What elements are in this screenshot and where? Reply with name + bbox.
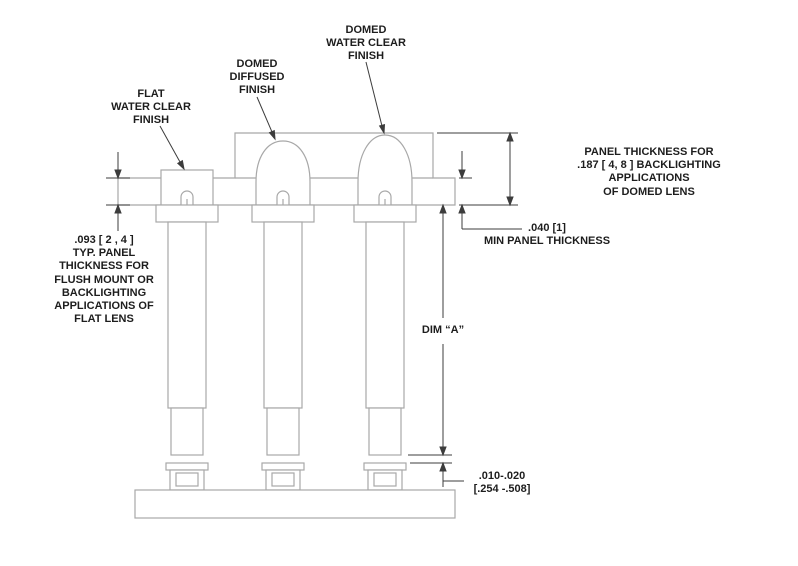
led-chip <box>378 190 392 205</box>
standoff-lip <box>261 462 305 471</box>
dome-lens <box>357 134 413 206</box>
callout-flat-water-clear: FLAT WATER CLEAR FINISH <box>111 88 191 127</box>
arrow-up <box>439 461 447 472</box>
standoff-inner <box>271 472 295 487</box>
dim-min-panel-thickness <box>458 151 522 230</box>
dim-flat-panel-thickness <box>106 152 130 231</box>
flange <box>251 204 315 223</box>
arrow-down <box>439 446 447 457</box>
arrow-down <box>458 169 466 180</box>
led-chip <box>180 190 194 205</box>
callout-domed-water-clear: DOMED WATER CLEAR FINISH <box>326 24 406 63</box>
leader-domed-wc-arrow <box>378 123 386 135</box>
dim-label-dim-a: DIM “A” <box>419 324 467 338</box>
led-chip <box>276 190 290 205</box>
leader-diffused <box>256 96 273 133</box>
standoff-lip <box>165 462 209 471</box>
callout-leaders <box>159 61 386 171</box>
standoff-lip <box>363 462 407 471</box>
indicator-domed-diffused <box>251 140 315 491</box>
body-lower <box>266 407 300 456</box>
leader-flat <box>159 125 181 163</box>
dim-a <box>408 203 452 457</box>
dim-label-flat-panel-thickness: .093 [ 2 , 4 ] TYP. PANEL THICKNESS FOR … <box>54 234 154 326</box>
indicator-flat-lens <box>155 169 219 491</box>
body-lower <box>170 407 204 456</box>
arrow-up <box>439 203 447 214</box>
arrow-down <box>114 169 122 180</box>
dim-label-standoff-gap: .010-.020 [.254 -.508] <box>473 470 531 496</box>
arrow-down <box>506 196 514 207</box>
pcb-outline <box>134 489 456 519</box>
callout-domed-diffused: DOMED DIFFUSED FINISH <box>229 58 285 97</box>
dome-lens <box>255 140 311 206</box>
dim-domed-panel-thickness <box>437 131 518 207</box>
dim-label-min-panel-thickness: .040 [1] MIN PANEL THICKNESS <box>483 222 611 248</box>
body-upper <box>365 221 405 409</box>
body-upper <box>167 221 207 409</box>
body-upper <box>263 221 303 409</box>
arrow-up <box>458 203 466 214</box>
standoff-inner <box>373 472 397 487</box>
dim-standoff-gap <box>410 461 464 487</box>
indicator-domed-water-clear <box>353 134 417 491</box>
standoff-inner <box>175 472 199 487</box>
flange <box>353 204 417 223</box>
arrow-up <box>506 131 514 142</box>
leader-domed-wc <box>365 61 383 127</box>
body-lower <box>368 407 402 456</box>
flange <box>155 204 219 223</box>
pc-board <box>134 489 456 519</box>
dim-label-domed-panel-thickness: PANEL THICKNESS FOR .187 [ 4, 8 ] BACKLI… <box>577 146 721 198</box>
leader-flat-arrow <box>176 159 185 171</box>
arrow-up <box>114 203 122 214</box>
leader-diffused-arrow <box>268 129 276 141</box>
